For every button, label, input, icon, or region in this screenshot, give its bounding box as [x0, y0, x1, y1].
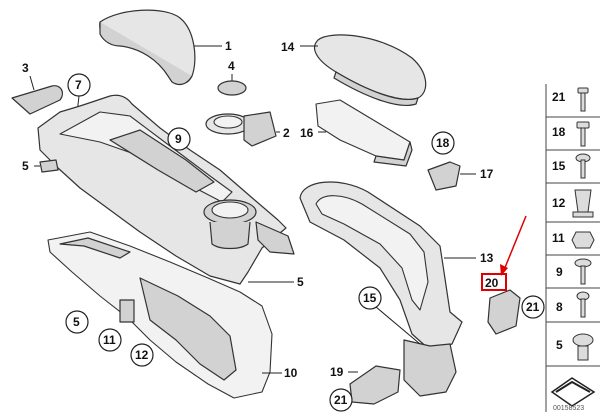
- part-17-clip: [427, 161, 476, 191]
- part-3-trim: [11, 75, 64, 115]
- callout-11-bubble: [98, 328, 122, 352]
- part-13-armrest-frame: [299, 181, 476, 397]
- callout-11: 11: [103, 333, 116, 347]
- callout-5-console: 5: [297, 275, 304, 289]
- callout-15: 15: [363, 291, 377, 305]
- callout-15-bubble: [358, 286, 421, 345]
- callout-13: 13: [480, 251, 494, 265]
- callout-12: 12: [135, 348, 149, 362]
- legend-label-18: 18: [552, 125, 566, 139]
- callout-21-bubble-bottom: [329, 388, 353, 412]
- clip-12-icon: [572, 189, 594, 218]
- callout-8-bubble: [167, 127, 191, 151]
- callout-2: 2: [283, 126, 290, 140]
- legend-label-21: 21: [552, 90, 566, 104]
- part-7-clip: [34, 159, 59, 173]
- callout-21-bubble-right: [521, 295, 545, 319]
- callout-5-bubble-lower: [65, 310, 89, 334]
- hardware-legend: [545, 84, 600, 412]
- screw-15-icon: [575, 153, 591, 179]
- legend-label-9: 9: [556, 265, 563, 279]
- callout-18-bubble: [431, 131, 455, 155]
- callout-21-bottom: 21: [334, 393, 348, 407]
- callout-19: 19: [330, 365, 344, 379]
- callout-20: 20: [485, 276, 499, 290]
- screw-18-icon: [576, 121, 590, 147]
- footer-code: 00158523: [553, 405, 584, 412]
- part-2-cup-ring: [205, 111, 280, 147]
- callout-21-right: 21: [526, 300, 540, 314]
- callout-16: 16: [300, 126, 314, 140]
- callout-10: 10: [284, 366, 298, 380]
- rivet-5-icon: [572, 333, 594, 361]
- part-10-lower-frame: [47, 231, 282, 399]
- legend-label-5: 5: [556, 338, 563, 352]
- screw-21-icon: [577, 87, 589, 112]
- callout-5-lower: 5: [73, 315, 80, 329]
- callout-1: 1: [225, 39, 232, 53]
- part-19-cover: [348, 365, 401, 405]
- direction-arrow-icon: [550, 377, 596, 407]
- screw-9-icon: [574, 258, 592, 285]
- callout-4: 4: [228, 59, 235, 73]
- legend-label-15: 15: [552, 159, 566, 173]
- part-20-highlight: [481, 215, 527, 291]
- callout-7: 5: [22, 159, 29, 173]
- legend-label-11: 11: [552, 231, 565, 245]
- legend-label-8: 8: [556, 300, 563, 314]
- part-14-armrest-pad: [300, 34, 427, 106]
- part-4-cap: [217, 74, 247, 96]
- callout-12-bubble: [130, 343, 154, 367]
- legend-label-12: 12: [552, 196, 566, 210]
- part-16-storage-tray: [315, 99, 413, 167]
- callout-9: 7: [75, 78, 82, 92]
- callout-17: 17: [480, 167, 494, 181]
- callout-18: 18: [436, 136, 450, 150]
- part-1-cover: [99, 9, 222, 86]
- callout-8: 9: [175, 132, 182, 146]
- callout-14: 14: [281, 40, 295, 54]
- screw-8-icon: [576, 291, 590, 318]
- part-5-center-console: [37, 94, 295, 285]
- callout-3: 3: [22, 61, 29, 75]
- nut-11-icon: [571, 231, 595, 249]
- part-20-bracket: [487, 289, 521, 335]
